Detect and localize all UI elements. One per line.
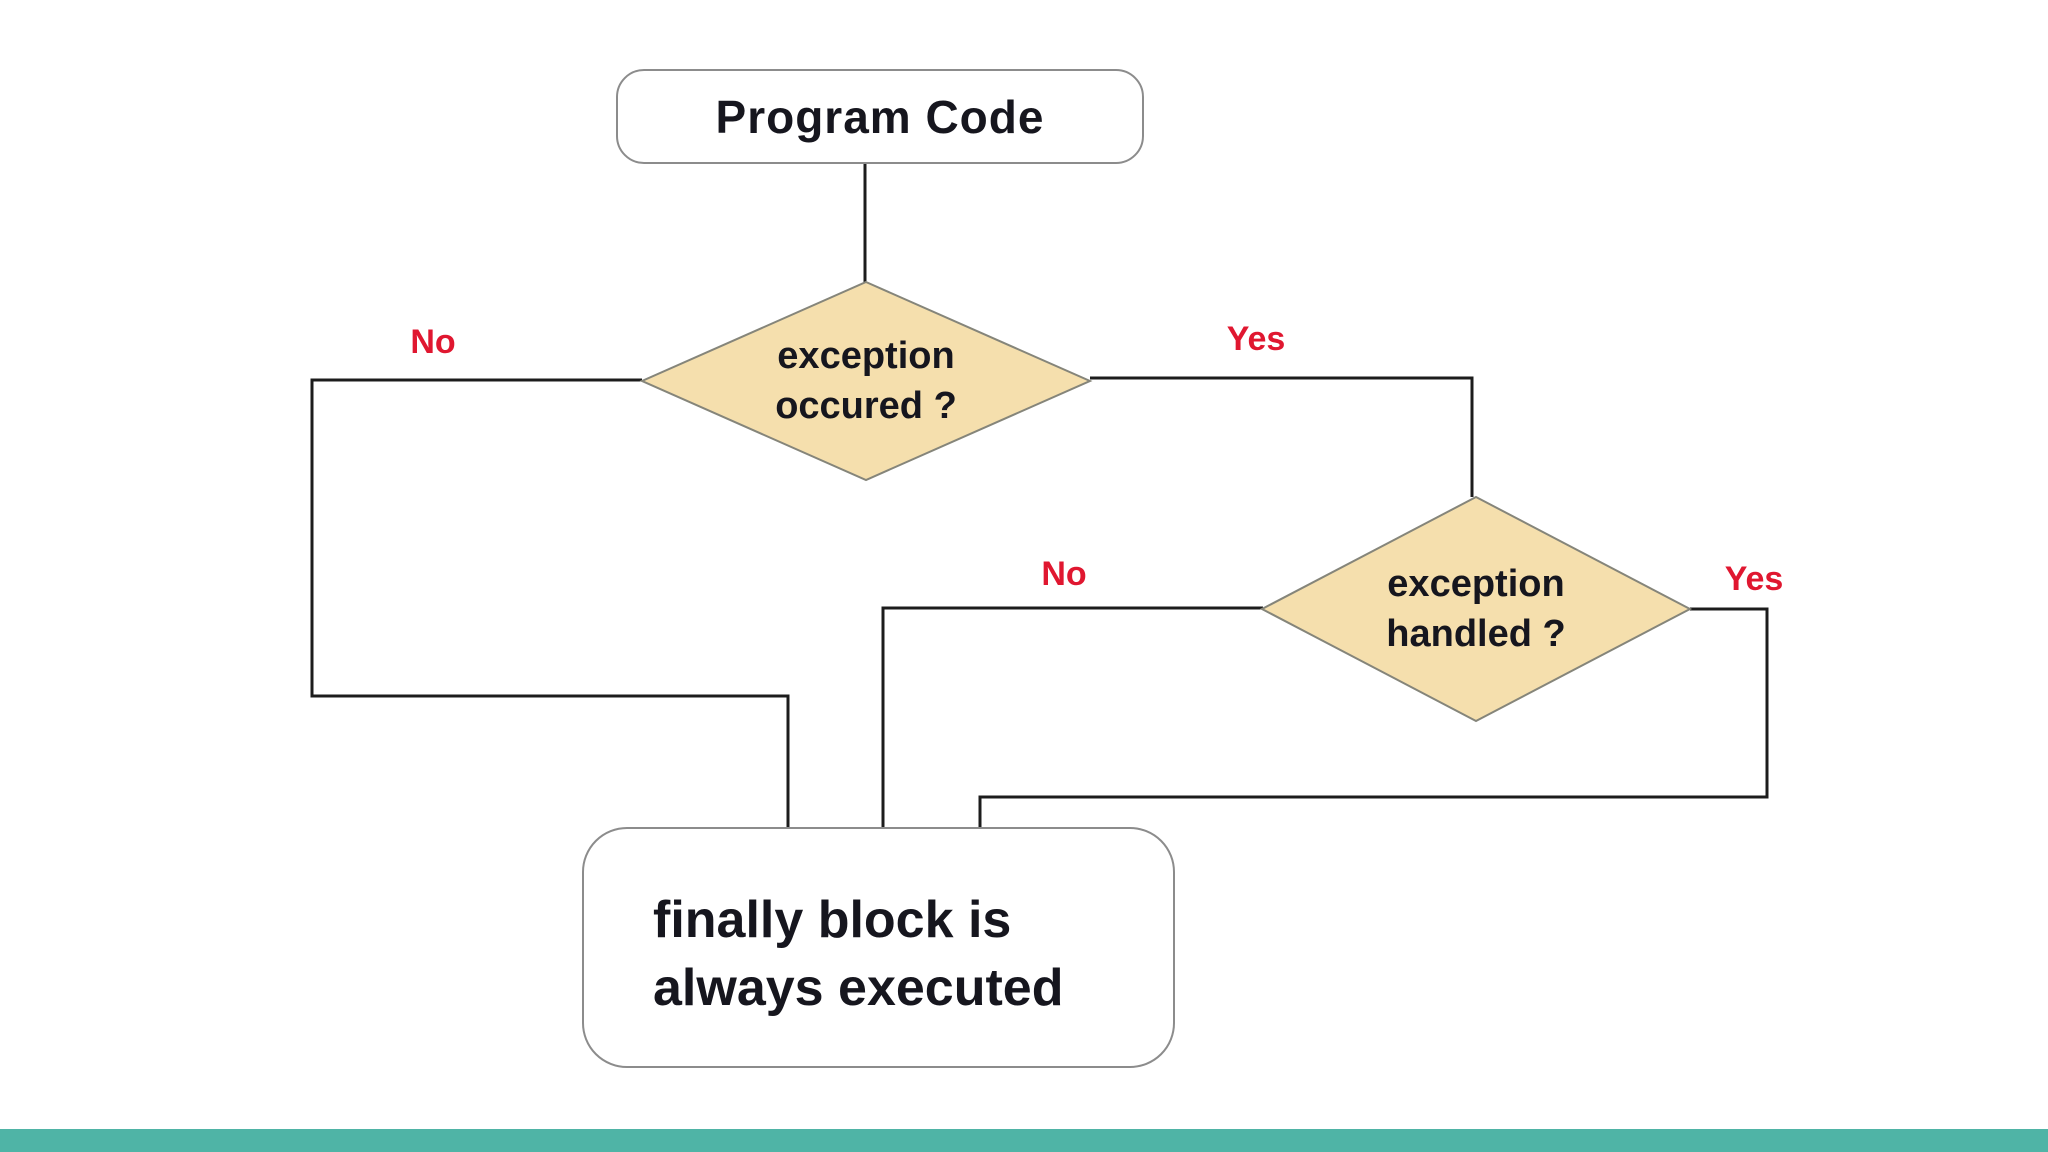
edge-label-no1: No — [410, 323, 455, 361]
edge-no-exception-handled — [881, 606, 1263, 828]
node-program-code: Program Code — [616, 69, 1144, 164]
decision1-diamond — [639, 280, 1093, 482]
program-code-label: Program Code — [716, 91, 1045, 143]
program-code-box — [616, 69, 1144, 164]
edge-no-exception-occurred — [310, 378, 790, 828]
edge-label-yes2: Yes — [1725, 560, 1784, 598]
node-decision-exception-occurred: exception occured ? — [639, 280, 1093, 482]
decision1-label-line2: occured ? — [775, 385, 957, 427]
decision2-label-line2: handled ? — [1386, 613, 1565, 655]
finally-block-label-line1: finally block is — [653, 891, 1011, 949]
bottom-accent-bar — [0, 1129, 2048, 1152]
node-finally-block: finally block is always executed — [582, 827, 1175, 1068]
edge-label-yes1: Yes — [1227, 320, 1286, 358]
decision2-diamond — [1259, 495, 1693, 723]
edge-yes-exception-handled — [978, 607, 1769, 828]
finally-block-label-line2: always executed — [653, 959, 1063, 1017]
finally-block-box — [582, 827, 1175, 1068]
decision1-label-line1: exception — [777, 335, 954, 377]
edge-label-no2: No — [1041, 555, 1086, 593]
decision2-label-line1: exception — [1387, 563, 1564, 605]
node-decision-exception-handled: exception handled ? — [1259, 495, 1693, 723]
edge-yes-exception-occurred — [1090, 376, 1474, 497]
